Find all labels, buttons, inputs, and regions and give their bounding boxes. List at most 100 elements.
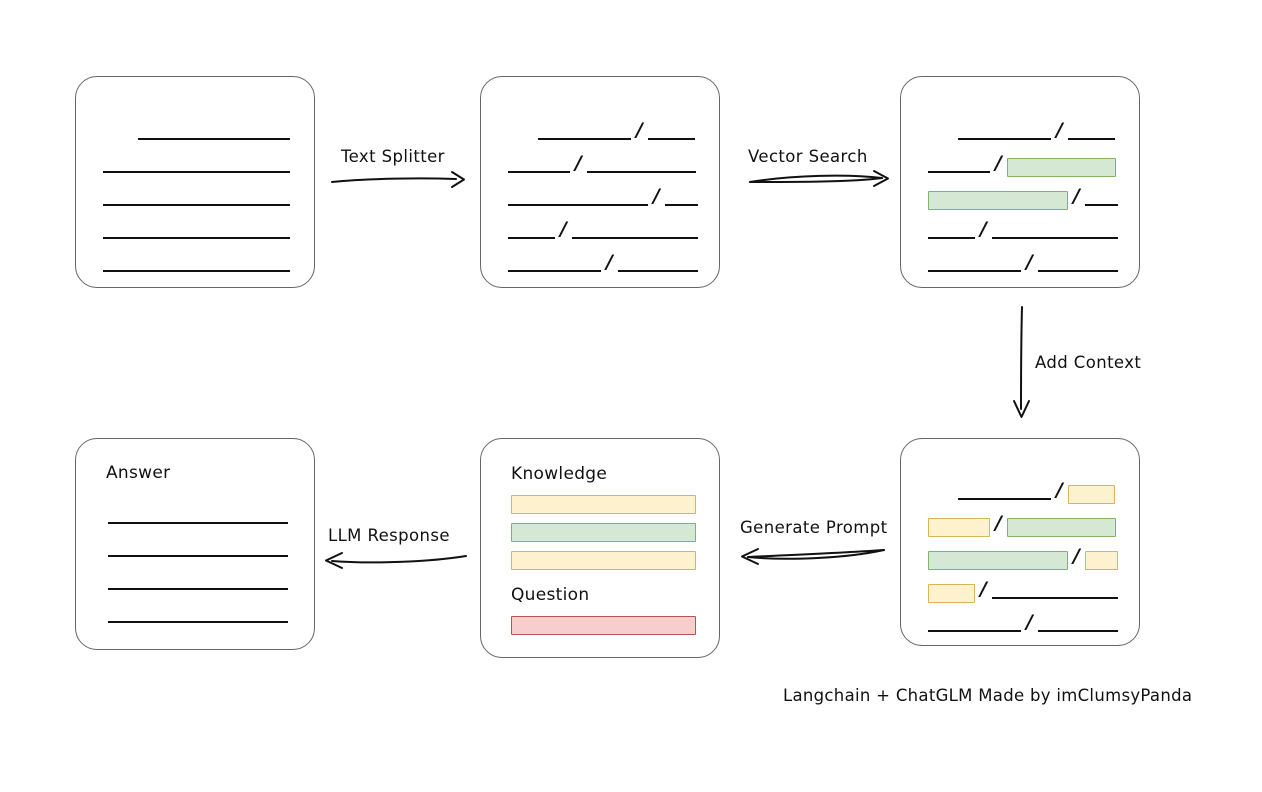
answer-title: Answer [106, 463, 171, 483]
text-row [108, 569, 314, 591]
highlighted-chunk-yellow [1084, 551, 1118, 570]
text-splitter-arrow-icon [331, 171, 465, 188]
text-row: / [508, 119, 719, 141]
text-row: / [928, 185, 1139, 210]
text-row: / [928, 611, 1139, 633]
text-line-segment [571, 237, 698, 239]
text-row [103, 185, 314, 207]
text-row: / [928, 218, 1139, 240]
text-row: / [508, 185, 719, 207]
text-line-segment [958, 498, 1051, 500]
text-line-segment [586, 171, 696, 173]
text-row [108, 503, 314, 525]
text-line-segment [103, 204, 290, 206]
segment-divider-slash: / [980, 218, 987, 240]
prompt-bar-yellow [511, 495, 696, 514]
text-line-segment [508, 237, 555, 239]
segment-divider-slash: / [636, 119, 643, 141]
text-line-segment [928, 270, 1021, 272]
edge-label-add-context: Add Context [1035, 353, 1142, 372]
segment-divider-slash: / [1026, 251, 1033, 273]
text-line-segment [928, 171, 990, 173]
segment-divider-slash: / [575, 152, 582, 174]
text-line-segment [508, 171, 570, 173]
segment-divider-slash: / [995, 512, 1002, 534]
segment-divider-slash: / [1073, 185, 1080, 207]
text-row: / [928, 545, 1139, 570]
edge-label-generate-prompt: Generate Prompt [740, 518, 888, 537]
segment-divider-slash: / [1056, 119, 1063, 141]
highlighted-chunk-yellow [928, 584, 975, 603]
text-line-segment [1037, 270, 1118, 272]
highlighted-chunk-green [1006, 518, 1116, 537]
segment-divider-slash: / [1026, 611, 1033, 633]
split-chunks-rows: / / / / / [481, 77, 719, 287]
text-row [103, 152, 314, 174]
add-context-arrow-icon [1013, 306, 1030, 418]
text-line-segment [1037, 630, 1118, 632]
highlighted-chunk-green [928, 191, 1068, 210]
prompt-bar-green [511, 523, 696, 542]
card-source-document [75, 76, 315, 288]
generate-prompt-arrow-icon [741, 548, 885, 565]
text-line-segment [108, 621, 288, 623]
text-line-segment [508, 270, 601, 272]
segment-divider-slash: / [995, 152, 1002, 174]
card-context-chunks: / / / / / [900, 438, 1140, 646]
source-document-rows [76, 77, 314, 287]
knowledge-label: Knowledge [511, 464, 608, 484]
text-row: / [928, 578, 1139, 603]
text-row: / [508, 152, 719, 174]
text-line-segment [538, 138, 631, 140]
edge-label-llm-response: LLM Response [328, 526, 450, 545]
text-line-segment [108, 588, 288, 590]
text-line-segment [991, 597, 1118, 599]
text-row: / [928, 512, 1139, 537]
text-line-segment [1084, 204, 1118, 206]
highlighted-chunk-green [928, 551, 1068, 570]
text-line-segment [138, 138, 290, 140]
question-label: Question [511, 585, 590, 605]
highlighted-chunk-yellow [1067, 485, 1115, 504]
text-line-segment [664, 204, 698, 206]
segment-divider-slash: / [653, 185, 660, 207]
text-line-segment [991, 237, 1118, 239]
segment-divider-slash: / [980, 578, 987, 600]
text-line-segment [958, 138, 1051, 140]
text-row [108, 602, 314, 624]
matched-chunks-rows: / / / / / [901, 77, 1139, 287]
answer-rows [76, 439, 314, 649]
text-line-segment [103, 237, 290, 239]
segment-divider-slash: / [1073, 545, 1080, 567]
context-chunks-rows: / / / / / [901, 439, 1139, 645]
prompt-bar-yellow [511, 551, 696, 570]
card-answer: Answer [75, 438, 315, 650]
highlighted-chunk-green [1006, 158, 1116, 177]
text-line-segment [1067, 138, 1115, 140]
text-line-segment [617, 270, 698, 272]
text-row: / [928, 251, 1139, 273]
text-row: / [508, 251, 719, 273]
text-row: / [928, 152, 1139, 177]
text-line-segment [647, 138, 695, 140]
text-line-segment [108, 555, 288, 557]
text-row [103, 218, 314, 240]
text-row [103, 119, 314, 141]
llm-response-arrow-icon [325, 552, 467, 569]
diagram-caption: Langchain + ChatGLM Made by imClumsyPand… [783, 686, 1193, 705]
text-line-segment [103, 171, 290, 173]
segment-divider-slash: / [1056, 479, 1063, 501]
card-split-chunks: / / / / / [480, 76, 720, 288]
text-row: / [508, 218, 719, 240]
edge-label-text-splitter: Text Splitter [341, 147, 445, 166]
vector-search-arrow-icon [749, 170, 889, 187]
text-line-segment [928, 630, 1021, 632]
text-line-segment [928, 237, 975, 239]
card-prompt: Knowledge Question [480, 438, 720, 658]
text-line-segment [508, 204, 648, 206]
segment-divider-slash: / [560, 218, 567, 240]
text-row: / [928, 119, 1139, 141]
edge-label-vector-search: Vector Search [748, 147, 868, 166]
highlighted-chunk-yellow [928, 518, 990, 537]
text-line-segment [108, 522, 288, 524]
